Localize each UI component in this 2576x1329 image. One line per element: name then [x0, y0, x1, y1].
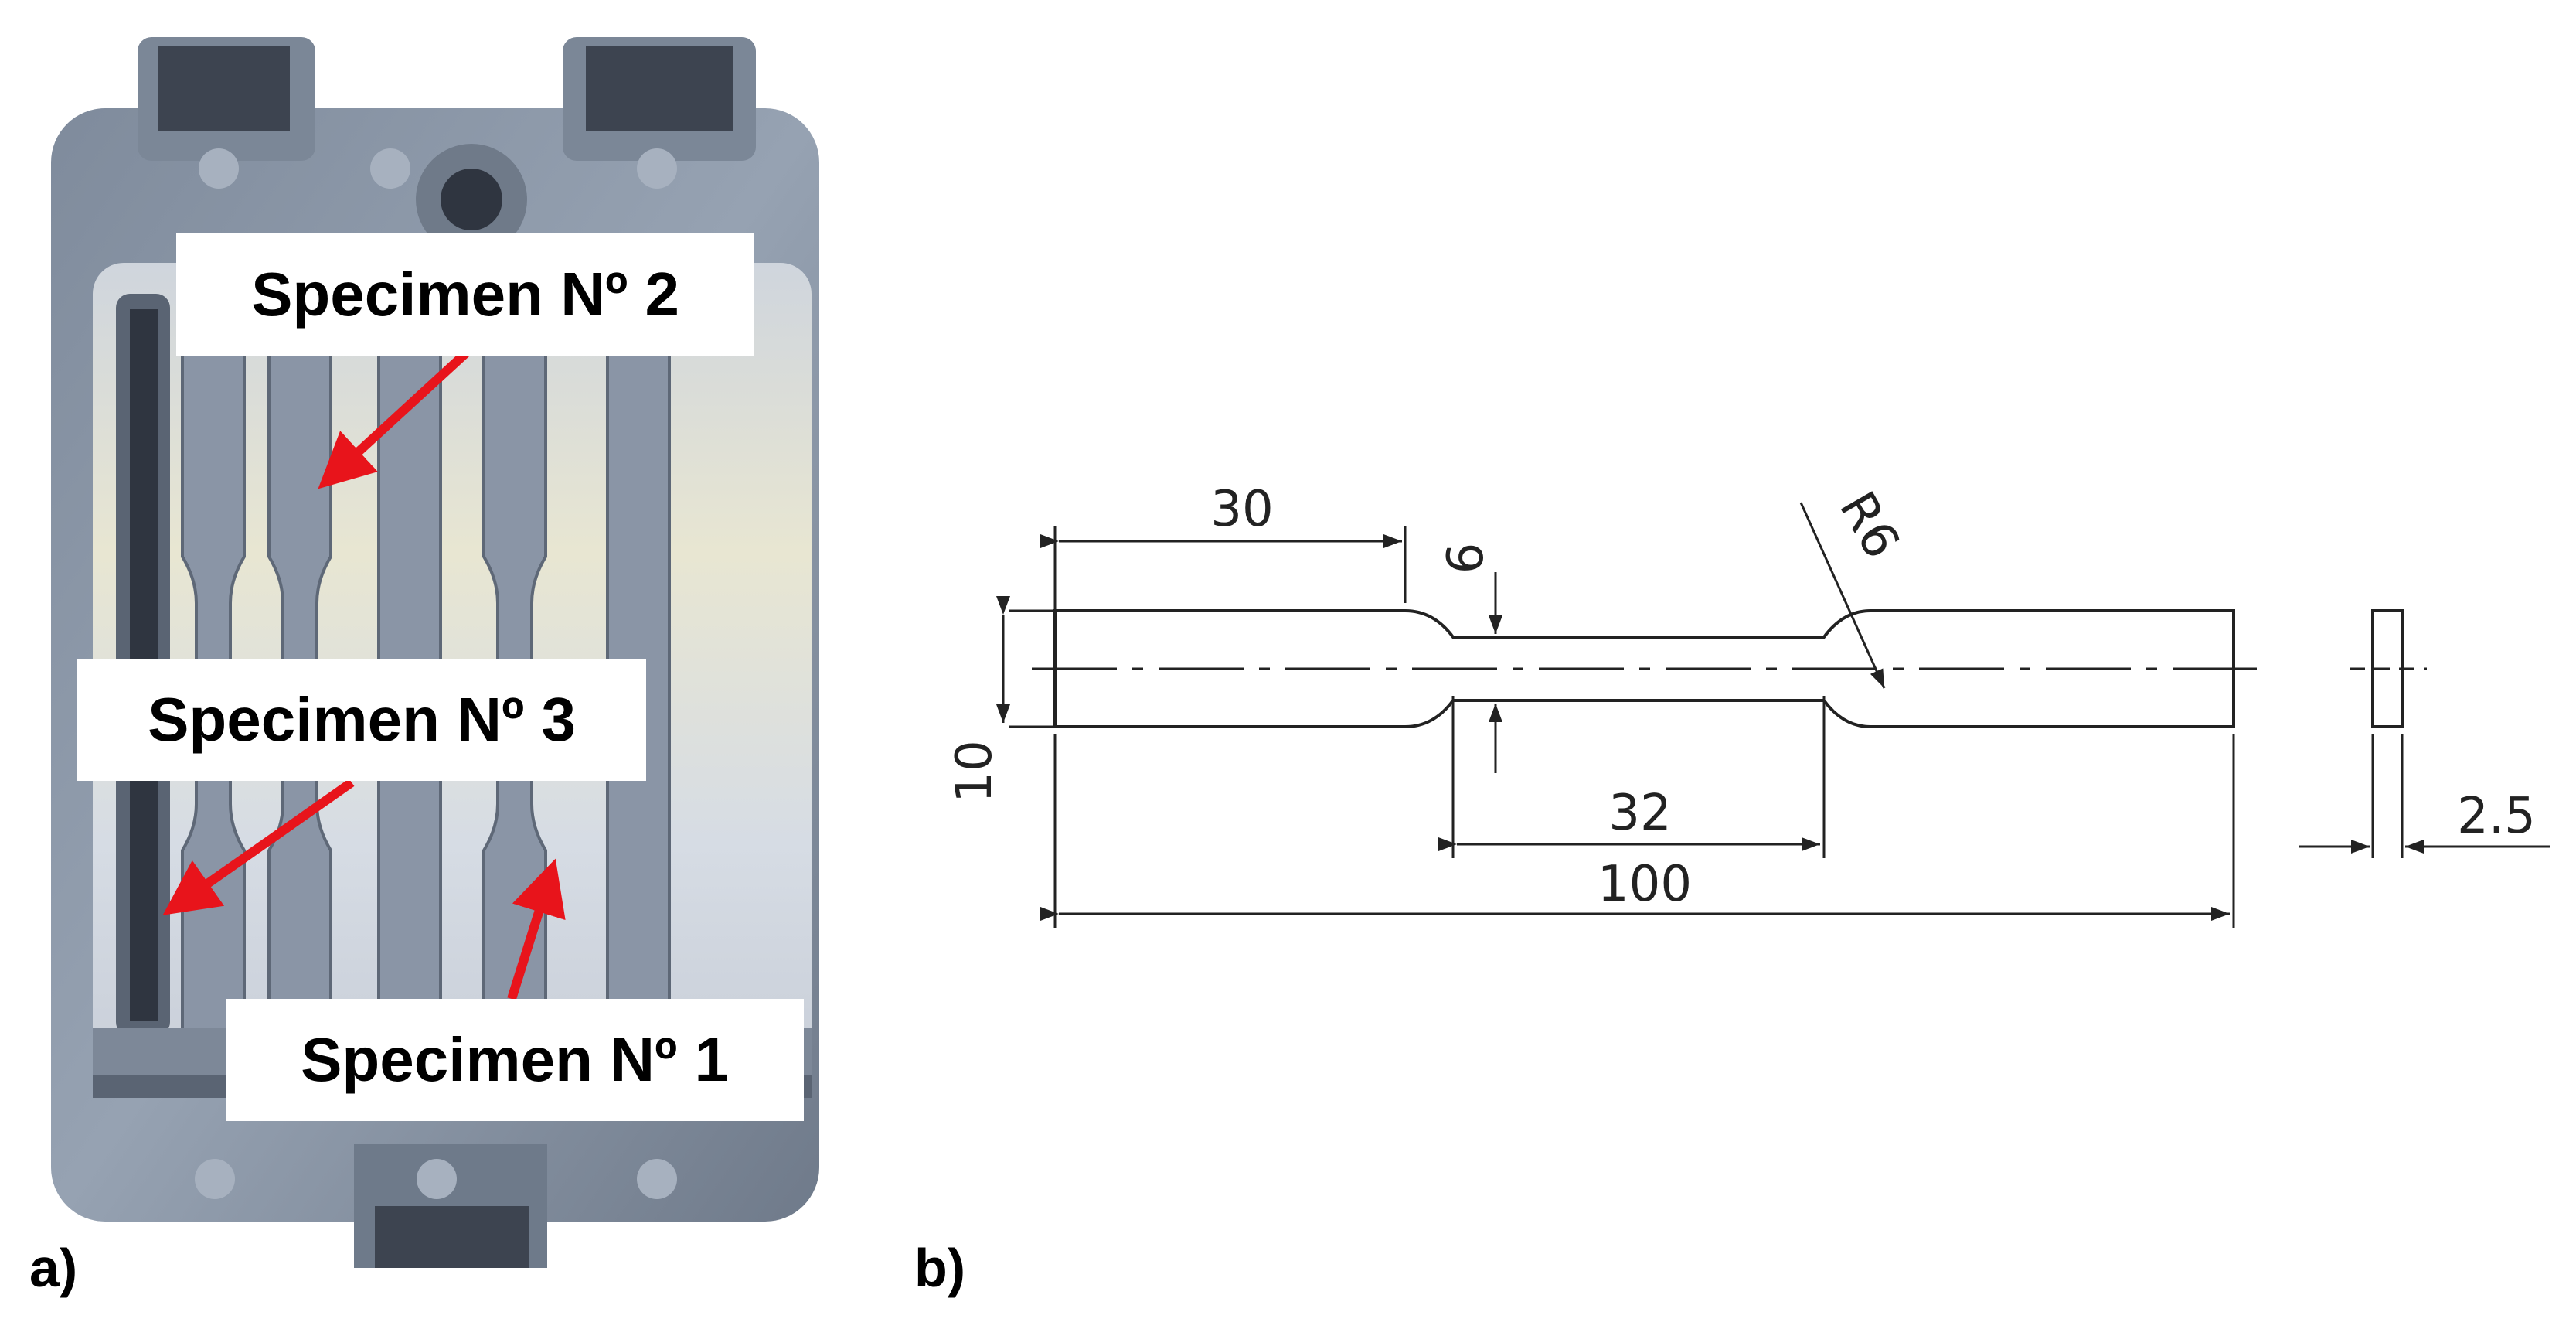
callout-specimen-3-text: Specimen Nº 3	[148, 685, 576, 754]
callout-specimen-1: Specimen Nº 1	[226, 999, 804, 1121]
dim-text-10: 10	[946, 740, 1003, 803]
dim-text-32: 32	[1608, 785, 1671, 842]
dim-text-30: 30	[1210, 481, 1273, 538]
dim-text-100: 100	[1598, 856, 1692, 913]
specimen-outline	[1053, 609, 2235, 728]
callout-specimen-2-text: Specimen Nº 2	[251, 260, 679, 329]
callout-specimen-1-text: Specimen Nº 1	[301, 1025, 729, 1094]
callout-specimen-2: Specimen Nº 2	[176, 233, 754, 356]
leader-r6	[1799, 502, 1886, 689]
callout-specimen-3: Specimen Nº 3	[77, 659, 646, 781]
arrow-specimen-2	[318, 346, 474, 489]
arrow-specimen-1	[507, 858, 566, 1000]
dim-text-2-5: 2.5	[2457, 788, 2536, 845]
dim-text-6: 6	[1438, 543, 1495, 574]
panel-label-b: b)	[914, 1238, 966, 1298]
panel-label-a: a)	[29, 1238, 78, 1298]
arrow-specimen-3	[162, 779, 355, 915]
